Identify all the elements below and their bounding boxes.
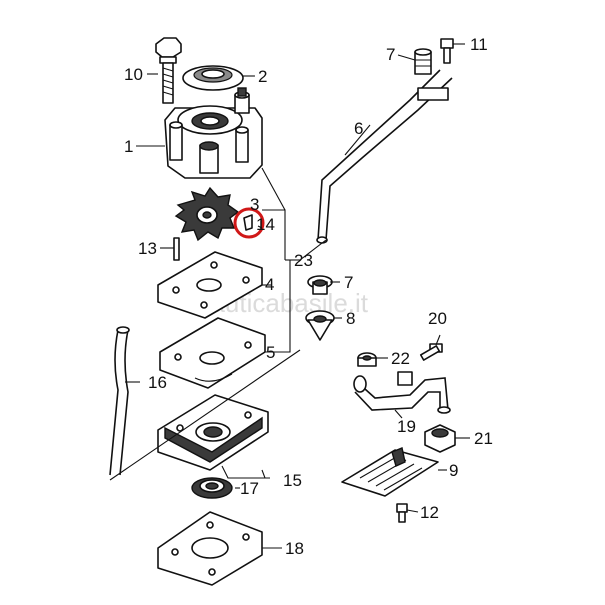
label-12: 12: [420, 503, 439, 522]
part-18-gasket: [157, 511, 263, 586]
part-13-pin: [173, 237, 180, 261]
part-5-gasket: [159, 317, 266, 389]
leader-lines: [109, 43, 470, 549]
label-21: 21: [474, 429, 493, 448]
part-16-water-tube: [109, 326, 130, 476]
part-17-seal: [191, 477, 233, 499]
part-6-tube: [316, 69, 453, 244]
part-3-impeller: [174, 186, 240, 242]
part-7-grommet-top: [414, 48, 432, 75]
label-5: 5: [266, 343, 275, 362]
label-7-top: 7: [386, 45, 395, 64]
label-9: 9: [449, 461, 458, 480]
label-19: 19: [397, 417, 416, 436]
part-10-bolt: [155, 37, 182, 104]
part-21-grommet: [424, 424, 456, 453]
label-16: 16: [148, 373, 167, 392]
label-1: 1: [124, 137, 133, 156]
part-19-elbow-pipe: [353, 371, 451, 414]
label-8: 8: [346, 309, 355, 328]
part-11-screw: [440, 38, 454, 64]
part-12-screw: [396, 503, 408, 523]
label-22: 22: [391, 349, 410, 368]
label-11: 11: [470, 35, 488, 54]
label-18: 18: [285, 539, 304, 558]
part-9-screen: [341, 447, 439, 497]
part-2-seal: [182, 65, 244, 91]
part-22-grommet: [357, 352, 377, 367]
label-6: 6: [354, 119, 363, 138]
label-3: 3: [250, 195, 259, 214]
label-15: 15: [283, 471, 302, 490]
label-13: 13: [138, 239, 157, 258]
part-15-lower-plate: [157, 394, 269, 471]
label-23: 23: [294, 251, 313, 270]
label-20: 20: [428, 309, 447, 328]
label-10: 10: [124, 65, 143, 84]
part-14-key: [243, 214, 253, 231]
label-2: 2: [258, 67, 267, 86]
label-4: 4: [265, 275, 274, 294]
part-1-pump-housing: [164, 87, 263, 179]
highlight-circle: [233, 207, 265, 239]
part-4-plate: [157, 251, 263, 319]
label-7-lower: 7: [344, 273, 353, 292]
part-20-screw: [419, 343, 443, 361]
part-7-grommet-lower: [307, 275, 333, 295]
part-8-grommet: [305, 310, 335, 341]
label-14: 14: [256, 215, 275, 234]
label-17: 17: [240, 479, 259, 498]
